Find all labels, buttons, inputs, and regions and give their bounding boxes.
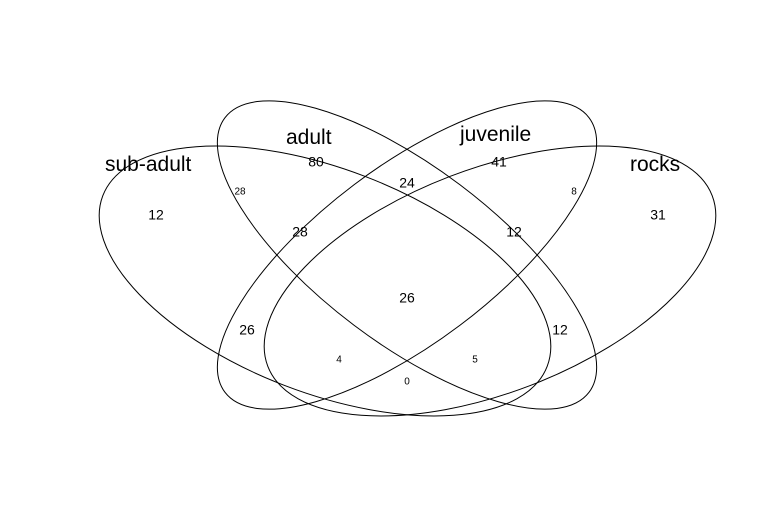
rocks-ellipse [263,145,717,417]
region-count-adult-rocks: 12 [552,322,568,338]
adult-ellipse [216,100,598,410]
region-count-juvenile-rocks: 8 [571,187,577,198]
region-count-sub-adult-rocks: 0 [404,377,410,388]
region-count-adult: 80 [308,154,324,170]
region-count-rocks: 31 [650,207,666,223]
region-count-sub-adult-juvenile: 26 [239,322,255,338]
region-count-all-four: 26 [399,290,415,306]
set-label-sub-adult: sub-adult [105,153,192,176]
region-count-sub-adult-adult: 28 [234,187,246,198]
region-count-sub-adult: 12 [148,207,164,223]
region-count-juvenile: 41 [491,154,507,170]
region-count-sub-adult-juvenile-rocks: 4 [336,355,342,366]
region-count-sub-adult-adult-rocks: 5 [472,355,478,366]
juvenile-ellipse [216,100,598,410]
region-count-adult-juvenile: 24 [399,175,415,191]
set-label-juvenile: juvenile [459,123,531,146]
region-count-sub-adult-adult-juvenile: 28 [292,224,308,240]
set-label-adult: adult [286,126,332,149]
set-label-rocks: rocks [630,153,680,176]
region-count-adult-juvenile-rocks: 12 [506,224,522,240]
